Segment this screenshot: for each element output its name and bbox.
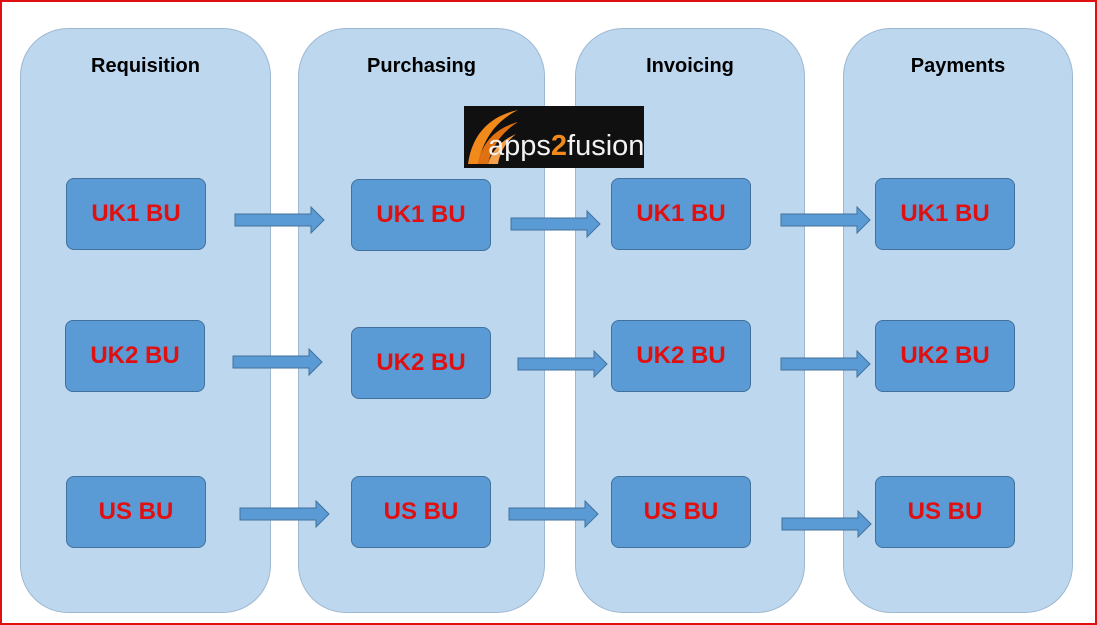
arrow-us-purchasing-to-invoicing (508, 500, 599, 528)
logo-swoosh-icon (468, 110, 518, 164)
logo-suffix: fusion (567, 130, 644, 162)
invoicing-uk1-bu-box: UK1 BU (611, 178, 751, 250)
arrow-uk2-purchasing-to-invoicing (517, 350, 608, 378)
lane-title-purchasing: Purchasing (367, 55, 476, 77)
lane-title-payments: Payments (910, 55, 1006, 77)
arrow-uk1-requisition-to-purchasing (234, 206, 325, 234)
requisition-uk2-bu-box: UK2 BU (65, 320, 205, 392)
arrow-us-requisition-to-purchasing (239, 500, 330, 528)
logo-wordmark: apps2fusion (488, 130, 644, 163)
logo-prefix: apps (488, 130, 551, 162)
purchasing-us-bu-box: US BU (351, 476, 491, 548)
arrow-us-invoicing-to-payments (781, 510, 872, 538)
arrow-uk1-invoicing-to-payments (780, 206, 871, 234)
lane-title-invoicing: Invoicing (646, 55, 734, 77)
invoicing-uk2-bu-box: UK2 BU (611, 320, 751, 392)
apps2fusion-logo: apps2fusion (464, 106, 644, 168)
requisition-uk1-bu-box: UK1 BU (66, 178, 206, 250)
payments-uk1-bu-box: UK1 BU (875, 178, 1015, 250)
purchasing-uk1-bu-box: UK1 BU (351, 179, 491, 251)
lane-title-requisition: Requisition (91, 55, 200, 77)
payments-uk2-bu-box: UK2 BU (875, 320, 1015, 392)
arrow-uk2-invoicing-to-payments (780, 350, 871, 378)
requisition-us-bu-box: US BU (66, 476, 206, 548)
invoicing-us-bu-box: US BU (611, 476, 751, 548)
payments-us-bu-box: US BU (875, 476, 1015, 548)
logo-highlight: 2 (550, 130, 568, 162)
arrow-uk1-purchasing-to-invoicing (510, 210, 601, 238)
arrow-uk2-requisition-to-purchasing (232, 348, 323, 376)
purchasing-uk2-bu-box: UK2 BU (351, 327, 491, 399)
